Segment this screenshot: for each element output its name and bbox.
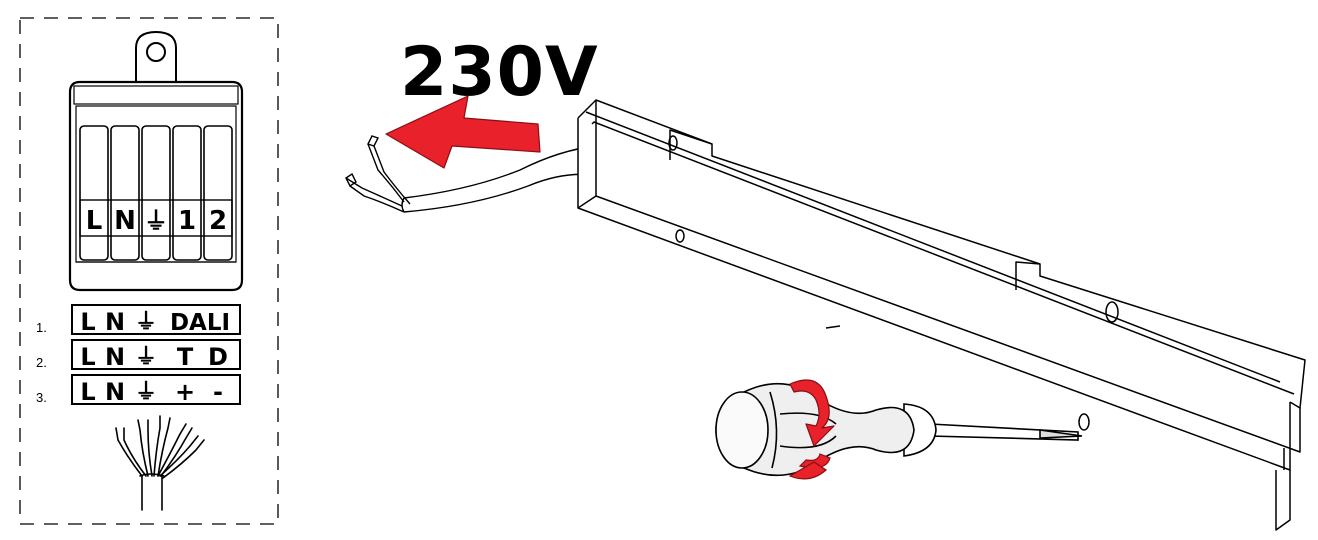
svg-text:L: L bbox=[80, 343, 95, 371]
option-number-2: 2. bbox=[36, 355, 47, 370]
terminal-label-N: N bbox=[114, 206, 136, 236]
terminal-label-2: 2 bbox=[209, 206, 227, 236]
terminal-slot-L bbox=[79, 125, 109, 261]
rail-hole bbox=[1105, 301, 1119, 323]
svg-text:DALI: DALI bbox=[170, 310, 230, 336]
svg-text:+: + bbox=[175, 378, 195, 406]
terminal-label-1: 1 bbox=[178, 206, 196, 236]
rail-screw-hole bbox=[1078, 413, 1090, 431]
svg-text:L: L bbox=[80, 308, 95, 336]
svg-text:N: N bbox=[105, 343, 125, 371]
luminaire-rail bbox=[577, 99, 1306, 531]
terminal-label-L: L bbox=[86, 206, 103, 236]
option-number-3: 3. bbox=[36, 390, 47, 405]
svg-text:⏚: ⏚ bbox=[135, 345, 157, 370]
terminal-slot-1 bbox=[172, 125, 202, 261]
terminal-label-earth: ⏚ bbox=[144, 207, 168, 235]
rail-hole bbox=[668, 135, 678, 151]
terminal-slot-2 bbox=[203, 125, 233, 261]
rail-top-flange bbox=[577, 99, 1306, 409]
red-direction-arrow bbox=[385, 95, 541, 169]
option-box-1 bbox=[71, 304, 241, 335]
svg-text:D: D bbox=[208, 343, 228, 371]
rotation-arrow-icon bbox=[788, 379, 835, 480]
svg-text:L: L bbox=[80, 378, 95, 406]
terminal-slot-earth bbox=[141, 125, 171, 261]
option-box-3 bbox=[71, 374, 241, 405]
rail-hole bbox=[675, 229, 685, 243]
svg-text:T: T bbox=[177, 343, 194, 371]
terminal-block: L N ⏚ 1 2 bbox=[68, 30, 244, 292]
mounting-hole bbox=[146, 42, 166, 62]
svg-text:⏚: ⏚ bbox=[135, 380, 157, 405]
dashed-frame bbox=[19, 17, 279, 525]
svg-text:N: N bbox=[105, 378, 125, 406]
wiring-options: 1. L N ⏚ DALI 2. L N ⏚ T D 3. L N ⏚ + - bbox=[36, 304, 241, 406]
housing-top-strip bbox=[73, 85, 239, 105]
option-box-2 bbox=[71, 339, 241, 370]
mains-cable bbox=[345, 135, 603, 213]
option-number-1: 1. bbox=[36, 320, 47, 335]
multicore-cable-icon bbox=[115, 415, 205, 511]
connection-detail-panel: L N ⏚ 1 2 1. L N ⏚ DALI 2. L N ⏚ T D 3. bbox=[19, 17, 279, 525]
svg-text:-: - bbox=[213, 378, 223, 406]
screwdriver bbox=[715, 382, 1083, 477]
voltage-label: 230V bbox=[400, 33, 599, 112]
svg-text:⏚: ⏚ bbox=[135, 310, 157, 335]
svg-text:N: N bbox=[105, 308, 125, 336]
terminal-slot-N bbox=[110, 125, 140, 261]
rail-front-face bbox=[577, 118, 1291, 471]
